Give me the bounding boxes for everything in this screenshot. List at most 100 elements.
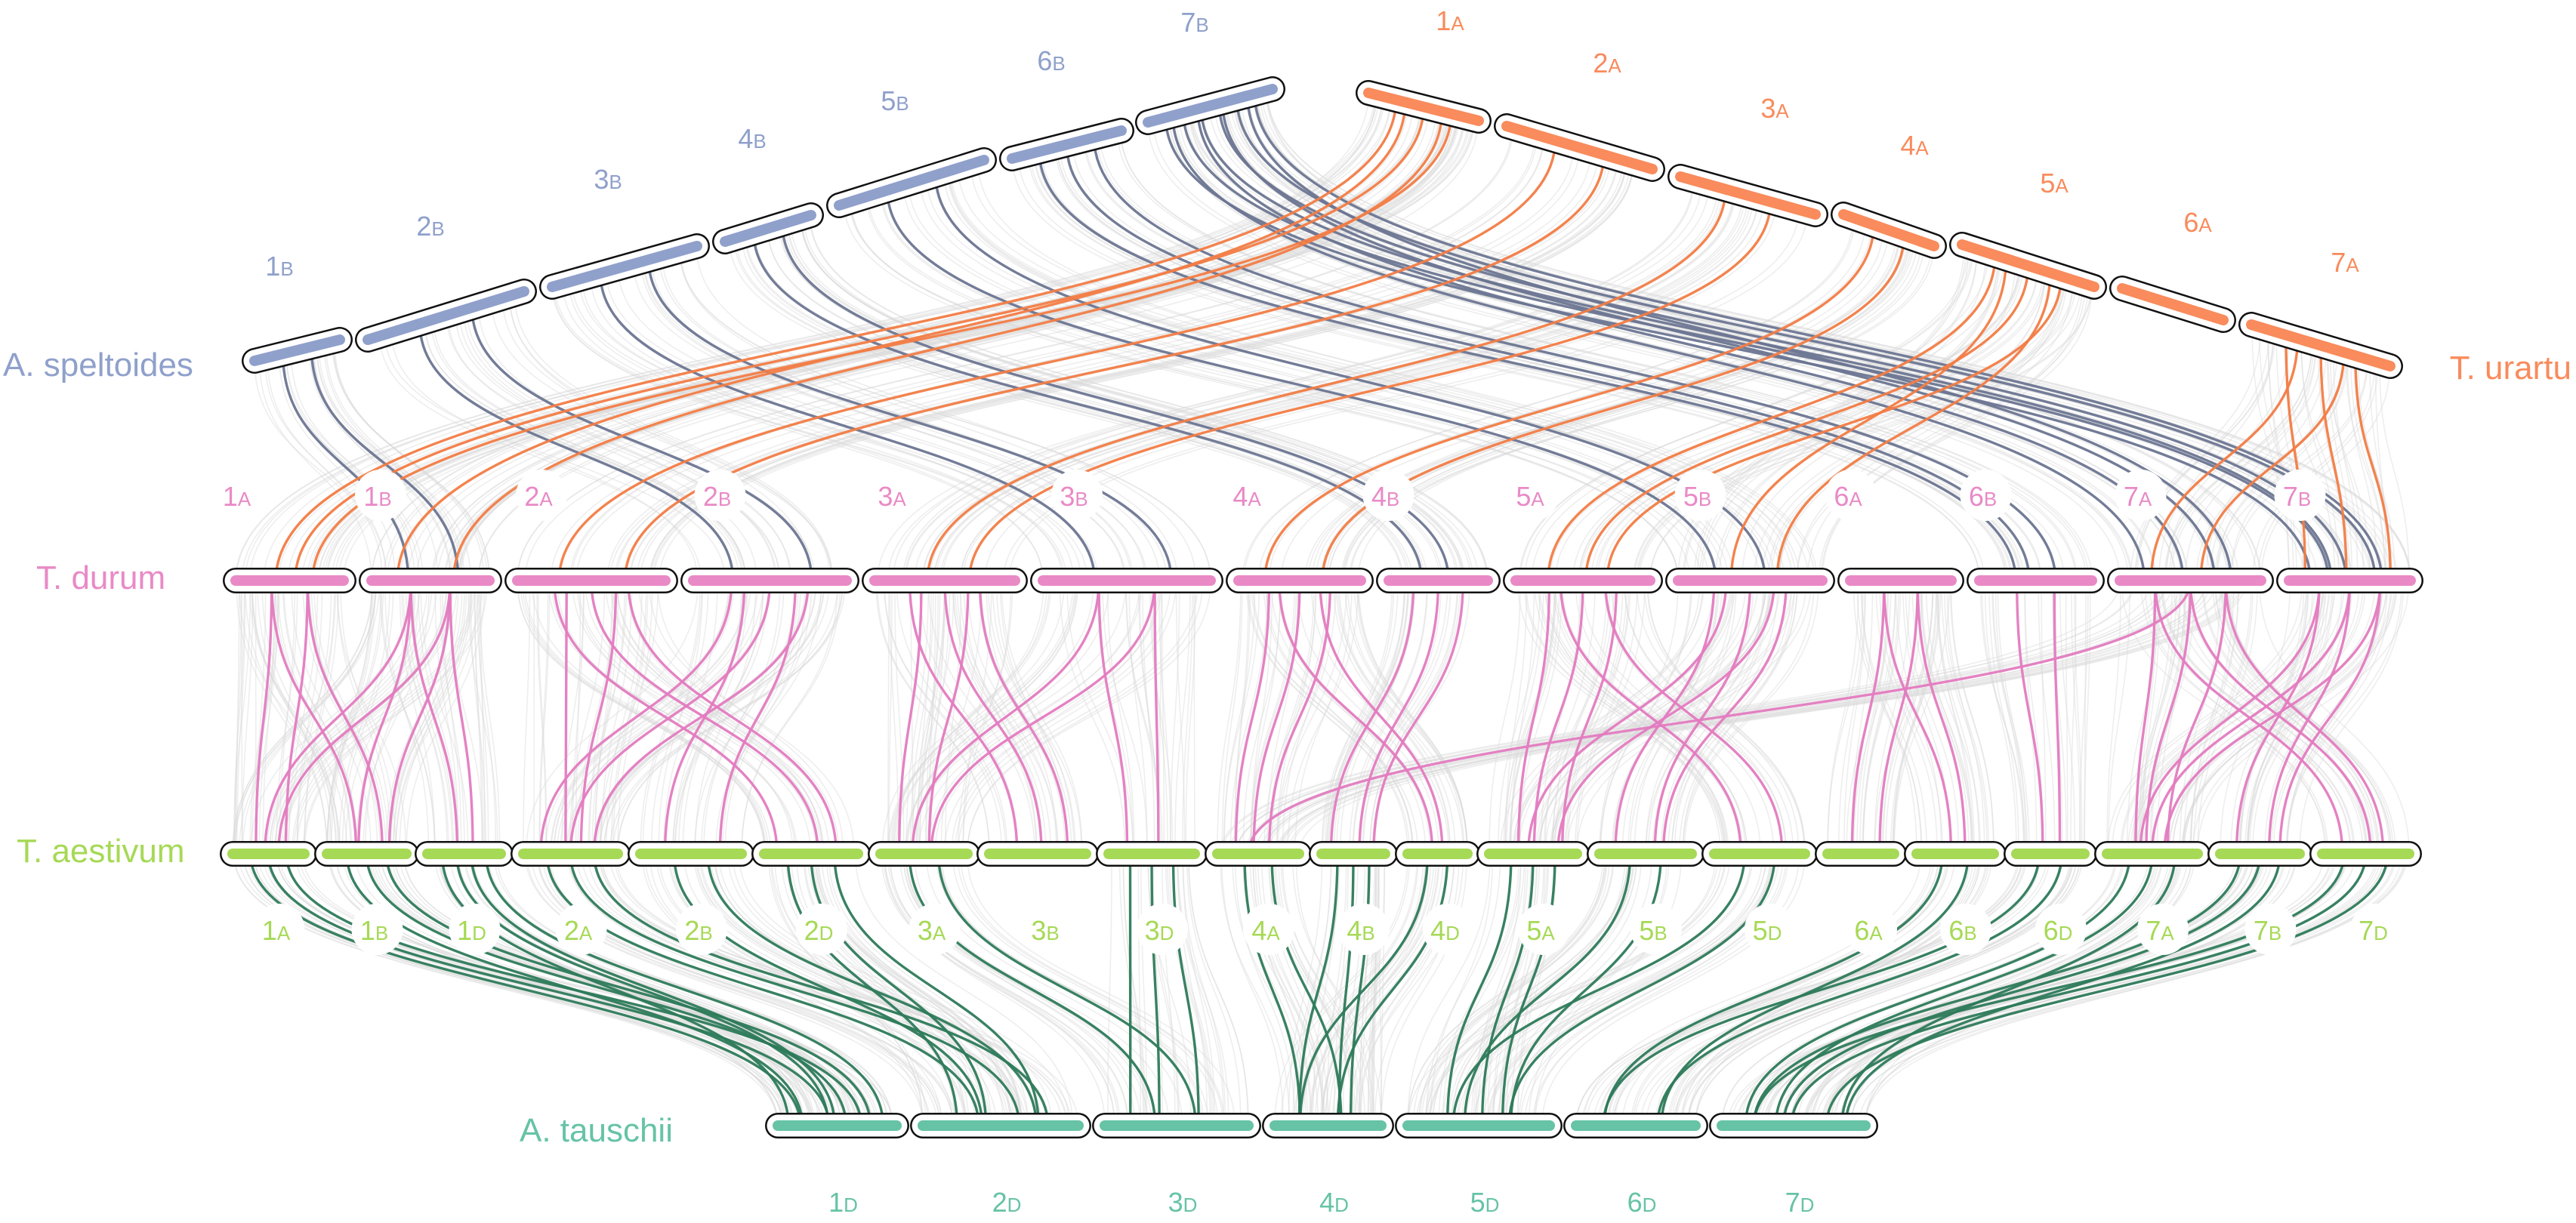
background-link xyxy=(925,853,1183,1126)
background-link xyxy=(1812,853,2156,1126)
chromosome-label-d3A: 3A xyxy=(878,481,906,512)
background-link xyxy=(1018,156,1980,581)
background-link xyxy=(1581,580,1761,855)
background-link xyxy=(910,580,934,855)
colored-links xyxy=(249,94,2392,1126)
background-link xyxy=(811,853,992,1126)
label-bubble-d1A xyxy=(214,470,266,521)
link-d7A-a7A xyxy=(2166,580,2227,855)
background-link xyxy=(738,853,1070,1126)
chromosome-bar-u4 xyxy=(1838,209,1939,251)
background-link xyxy=(1721,853,2118,1126)
link-a4A-t4 xyxy=(1270,853,1343,1126)
background-link xyxy=(605,580,825,855)
label-bubble-a4D xyxy=(1422,904,1474,955)
background-link xyxy=(1430,853,1494,1126)
background-link xyxy=(924,580,939,855)
label-bubble-a2A xyxy=(555,904,607,955)
background-link xyxy=(1300,853,1340,1126)
background-link xyxy=(1328,853,1432,1126)
label-bubble-a6A xyxy=(1846,904,1897,955)
link-d4A-a4D xyxy=(1319,580,1444,855)
background-link xyxy=(1512,580,1732,855)
background-link xyxy=(233,853,784,1126)
background-link xyxy=(266,580,428,855)
background-link xyxy=(1102,580,1148,855)
background-link xyxy=(1442,853,1635,1126)
link-u2-d2A xyxy=(557,140,1556,581)
background-link xyxy=(1810,853,2262,1126)
background-link xyxy=(2184,343,2315,581)
background-link xyxy=(1519,248,1973,581)
link-d4A-a4A xyxy=(1252,580,1301,855)
background-link xyxy=(1328,580,1410,855)
background-link xyxy=(1344,580,1468,855)
background-link xyxy=(1358,580,1468,855)
background-link xyxy=(2230,580,2309,855)
link-d5B-a5B xyxy=(1653,580,1752,855)
background-link xyxy=(1593,853,2028,1126)
chromosome-label-a2A: 2A xyxy=(564,915,593,946)
background-link xyxy=(2209,347,2328,581)
link-a1A-t1 xyxy=(267,853,831,1126)
background-link xyxy=(1271,580,1317,855)
background-link xyxy=(801,217,1479,581)
label-bubble-a7B xyxy=(2244,904,2297,955)
background-link xyxy=(1756,853,2248,1126)
background-link xyxy=(1287,580,1359,855)
background-link xyxy=(1448,853,1629,1126)
background-link xyxy=(1243,217,1854,581)
background-link xyxy=(1277,580,1347,855)
background-link xyxy=(2108,580,2131,855)
background-link xyxy=(1235,580,2134,855)
background-link xyxy=(302,580,477,855)
background-link xyxy=(379,335,702,581)
background-link xyxy=(600,580,633,855)
background-link xyxy=(1517,853,1556,1126)
background-link xyxy=(1125,580,1163,855)
background-link xyxy=(594,580,825,855)
background-link xyxy=(1291,853,1382,1126)
link-d3A-a3B xyxy=(943,580,1043,855)
background-link xyxy=(1034,152,2007,581)
background-link xyxy=(1504,580,1544,855)
background-link xyxy=(253,853,813,1126)
link-a1B-t1 xyxy=(385,853,872,1126)
background-link xyxy=(695,853,1009,1126)
background-link xyxy=(1575,580,1746,855)
link-d2A-a2D xyxy=(553,580,779,855)
background-link xyxy=(2247,580,2323,855)
background-link xyxy=(1314,853,1424,1126)
background-link xyxy=(892,180,1694,581)
background-link xyxy=(1324,853,1444,1126)
background-link xyxy=(1811,853,2170,1126)
background-link xyxy=(1296,580,1440,855)
background-link xyxy=(1714,257,2001,581)
background-link xyxy=(433,103,1414,581)
link-u5-d5A xyxy=(1547,254,1997,581)
background-link xyxy=(680,251,1211,581)
background-link xyxy=(575,580,582,855)
background-link xyxy=(444,110,1441,581)
background-link xyxy=(943,172,1800,581)
background-link xyxy=(380,580,436,855)
background-link xyxy=(2130,580,2325,855)
background-link xyxy=(364,580,420,855)
chromosome-label-u3: 3A xyxy=(1760,93,1789,124)
background-link xyxy=(313,580,390,855)
background-link xyxy=(1594,270,2044,581)
background-link xyxy=(467,580,498,855)
link-u5-d5A xyxy=(1584,265,2030,581)
link-a1B-t1 xyxy=(365,853,848,1126)
background-link xyxy=(437,853,801,1126)
chromosome-label-d1B: 1B xyxy=(363,481,391,512)
background-link xyxy=(1540,580,1581,855)
background-link xyxy=(1247,580,1408,855)
background-link xyxy=(1233,580,1250,855)
background-link xyxy=(939,853,1205,1126)
background-link xyxy=(1451,853,1638,1126)
background-link xyxy=(2183,580,2393,855)
chromosome-label-a4D: 4D xyxy=(1430,915,1460,946)
background-link xyxy=(790,221,1463,581)
background-link xyxy=(1524,246,1970,581)
